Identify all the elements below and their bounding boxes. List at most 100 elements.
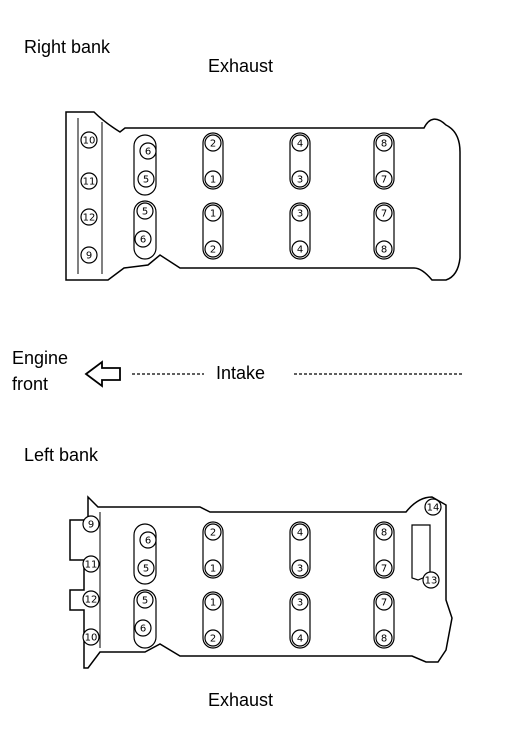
left-col3-top-slot [289, 521, 311, 579]
left-col4-top-bolt-7-number: 7 [381, 564, 387, 575]
left-col1-bolt-b [137, 559, 155, 577]
right-outer-bolt-11-number: 11 [83, 177, 96, 188]
right-col3-bottom-bolt-4-number: 4 [297, 245, 303, 256]
left-col4-top-bolt-8-number: 8 [381, 528, 387, 539]
right-outer-bolt-12-number: 12 [83, 213, 96, 224]
left-col2-bottom-bolt-2-number: 2 [210, 634, 216, 645]
right-col3-top-bolt-4-number: 4 [297, 139, 303, 150]
right-col4-top-bolt-7 [375, 170, 393, 188]
left-col4-top-bolt-7 [375, 559, 393, 577]
left-rear-bolt-13 [422, 571, 440, 589]
right-bank-head-outline [65, 111, 461, 281]
right-outer-bolt-9 [80, 246, 98, 264]
right-col4-bottom-bolt-7 [375, 204, 393, 222]
left-col2-bottom-bolt-1 [204, 593, 222, 611]
left-col3-bottom-bolt-4 [291, 629, 309, 647]
right-col1-bolt-a [139, 142, 157, 160]
left-col1-bolt-c [136, 591, 154, 609]
left-col2-top-slot [202, 521, 224, 579]
left-col4-bottom-bolt-8 [375, 629, 393, 647]
right-col4-bottom-bolt-8-number: 8 [381, 245, 387, 256]
right-col1-bolt-b [137, 170, 155, 188]
right-col2-top-bolt-1 [204, 170, 222, 188]
right-col3-top-bolt-4 [291, 134, 309, 152]
right-col1-bolt-b-number: 5 [143, 175, 149, 186]
left-col3-top-bolt-4 [291, 523, 309, 541]
right-col3-bottom-bolt-4 [291, 240, 309, 258]
right-col4-bottom-bolt-7-number: 7 [381, 209, 387, 220]
left-col3-top-bolt-4-number: 4 [297, 528, 303, 539]
right-col2-bottom-bolt-1-number: 1 [210, 209, 216, 220]
right-col1-bolt-c-number: 5 [142, 207, 148, 218]
right-outer-bolt-10-number: 10 [83, 136, 96, 147]
right-col3-bottom-bolt-3 [291, 204, 309, 222]
right-col2-bottom-bolt-1 [204, 204, 222, 222]
right-col4-bottom-bolt-8 [375, 240, 393, 258]
left-outer-bolt-12-number: 12 [85, 595, 98, 606]
right-col3-top-slot [289, 132, 311, 190]
left-col1-bottom-slot [133, 589, 157, 649]
right-col2-bottom-bolt-2 [204, 240, 222, 258]
left-col3-bottom-bolt-3-number: 3 [297, 598, 303, 609]
right-col1-bolt-d-number: 6 [140, 235, 146, 246]
left-col4-top-slot [373, 521, 395, 579]
right-col3-bottom-bolt-3-number: 3 [297, 209, 303, 220]
right-col2-top-bolt-2 [204, 134, 222, 152]
left-bank-exhaust-label: Exhaust [208, 690, 274, 710]
left-col2-bottom-bolt-2 [204, 629, 222, 647]
engine-front-label-line1: Engine [12, 348, 69, 368]
left-outer-bolt-10 [82, 628, 100, 646]
right-col1-bottom-slot [133, 200, 157, 260]
left-col1-bolt-b-number: 5 [143, 564, 149, 575]
right-col2-bottom-bolt-2-number: 2 [210, 245, 216, 256]
front-arrow-icon [84, 360, 121, 388]
left-rear-bolt-14-number: 14 [427, 503, 440, 514]
left-col2-top-bolt-1-number: 1 [210, 564, 216, 575]
right-bank-label: Right bank [24, 37, 111, 57]
left-col3-bottom-slot [289, 591, 311, 649]
left-col1-bolt-c-number: 5 [142, 596, 148, 607]
left-col2-top-bolt-1 [204, 559, 222, 577]
right-col1-bolt-a-number: 6 [145, 147, 151, 158]
left-col2-bottom-bolt-1-number: 1 [210, 598, 216, 609]
right-col2-top-bolt-2-number: 2 [210, 139, 216, 150]
left-rear-bolt-14 [424, 498, 442, 516]
right-col4-top-bolt-7-number: 7 [381, 175, 387, 186]
left-col4-bottom-bolt-7-number: 7 [381, 598, 387, 609]
left-outer-bolt-9 [82, 515, 100, 533]
right-col3-top-bolt-3-number: 3 [297, 175, 303, 186]
left-rear-bolt-13-number: 13 [425, 576, 438, 587]
right-col4-bottom-slot [373, 202, 395, 260]
left-outer-bolt-11-number: 11 [85, 560, 98, 571]
left-col1-top-slot [133, 523, 157, 585]
right-outer-bolt-12 [80, 208, 98, 226]
left-outer-bolt-12 [82, 590, 100, 608]
left-col2-top-bolt-2 [204, 523, 222, 541]
left-col1-bolt-d-number: 6 [140, 624, 146, 635]
left-col2-top-bolt-2-number: 2 [210, 528, 216, 539]
right-outer-bolt-10 [80, 131, 98, 149]
left-outer-bolt-11 [82, 555, 100, 573]
left-col3-bottom-bolt-4-number: 4 [297, 634, 303, 645]
left-col4-bottom-bolt-8-number: 8 [381, 634, 387, 645]
right-col3-bottom-slot [289, 202, 311, 260]
left-col1-bolt-a-number: 6 [145, 536, 151, 547]
left-col3-top-bolt-3 [291, 559, 309, 577]
right-outer-bolt-9-number: 9 [86, 251, 92, 262]
left-col4-bottom-bolt-7 [375, 593, 393, 611]
left-bank-label: Left bank [24, 445, 99, 465]
right-outer-bolt-11 [80, 172, 98, 190]
right-col4-top-bolt-8 [375, 134, 393, 152]
left-col1-bolt-d [134, 619, 152, 637]
left-col3-bottom-bolt-3 [291, 593, 309, 611]
left-bank-head-outline [69, 495, 453, 669]
right-col2-top-slot [202, 132, 224, 190]
right-col3-top-bolt-3 [291, 170, 309, 188]
left-col3-top-bolt-3-number: 3 [297, 564, 303, 575]
left-outer-bolt-9-number: 9 [88, 520, 94, 531]
left-outer-bolt-10-number: 10 [85, 633, 98, 644]
right-col4-top-bolt-8-number: 8 [381, 139, 387, 150]
right-col2-bottom-slot [202, 202, 224, 260]
right-col2-top-bolt-1-number: 1 [210, 175, 216, 186]
